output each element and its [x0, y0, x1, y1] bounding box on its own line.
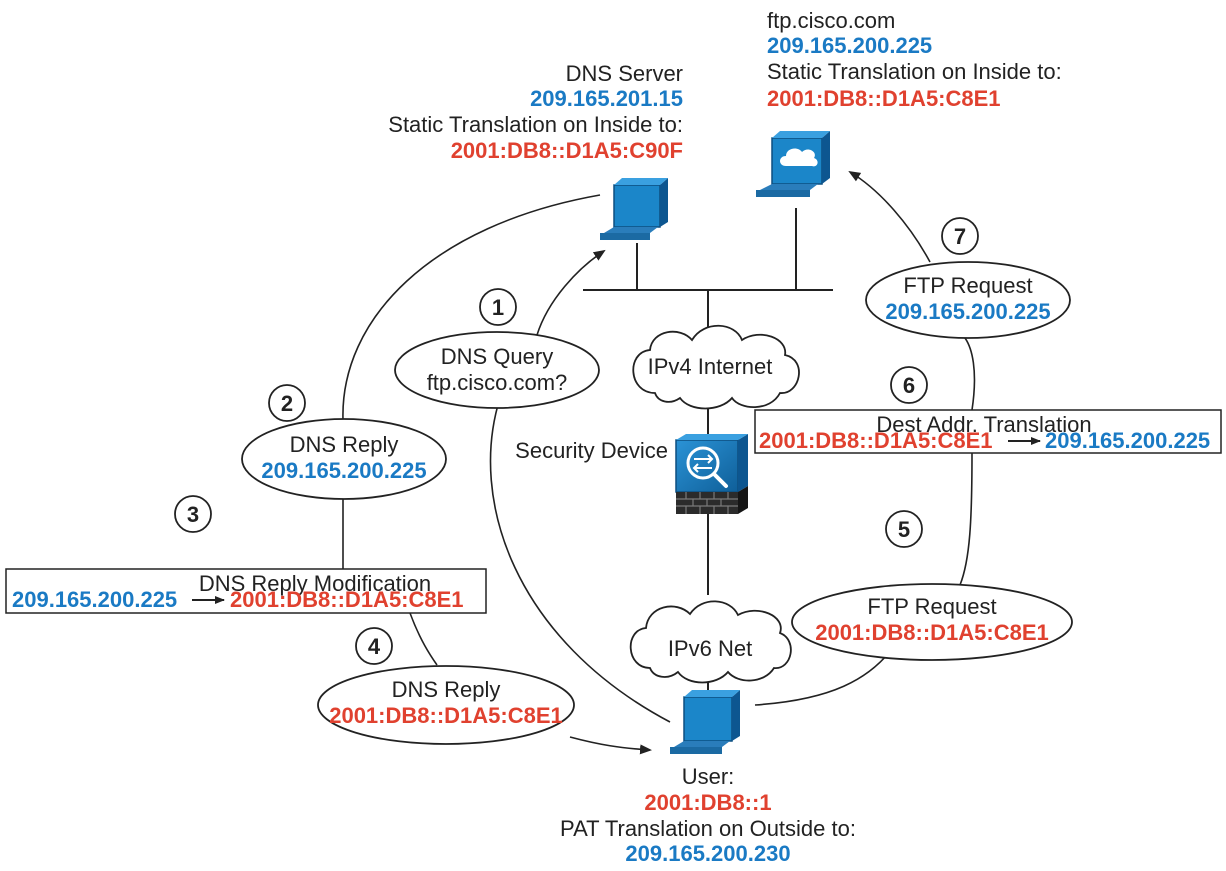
step-2-badge — [268, 384, 306, 422]
step-4-number: 4 — [368, 634, 381, 659]
ipv4-internet-label: IPv4 Internet — [648, 354, 773, 379]
ipv6-net-cloud: IPv6 Net — [629, 600, 792, 684]
step-4-badge — [355, 627, 393, 665]
ftp-server-translation-label: Static Translation on Inside to: — [767, 59, 1062, 84]
computer-icon — [670, 690, 740, 754]
arc-dns-server-to-reply — [342, 194, 601, 421]
step-7: 7 FTP Request 209.165.200.225 — [865, 217, 1071, 339]
arc-ftp7-to-ftp-server — [848, 170, 931, 263]
step-3-number: 3 — [187, 502, 199, 527]
dns-server-translated-ip: 2001:DB8::D1A5:C90F — [451, 138, 683, 163]
dns-server-ip: 209.165.201.15 — [530, 86, 683, 111]
dest-addr-translation-box — [754, 409, 1222, 454]
step-5-number: 5 — [898, 517, 910, 542]
step-5-badge — [885, 510, 923, 548]
security-device-label: Security Device — [515, 438, 668, 463]
ftp-server-ip: 209.165.200.225 — [767, 33, 932, 58]
step-1-badge — [479, 288, 517, 326]
computer-icon — [756, 131, 830, 197]
step-4: 4 DNS Reply 2001:DB8::D1A5:C8E1 — [317, 627, 575, 745]
step-3-badge — [174, 495, 212, 533]
ftp-request-ipv6-bubble — [791, 583, 1073, 661]
computer-icon — [600, 178, 668, 240]
arc-user-to-query — [489, 397, 671, 723]
step-7-number: 7 — [954, 224, 966, 249]
dns-reply-modified-title: DNS Reply — [392, 677, 501, 702]
security-device: Security Device — [515, 434, 748, 514]
user-ip: 2001:DB8::1 — [644, 790, 771, 815]
step-6-badge — [890, 366, 928, 404]
ftp-server-host: ftp.cisco.com 209.165.200.225 Static Tra… — [756, 8, 1062, 197]
dns-server-name: DNS Server — [566, 61, 683, 86]
cloud-icon — [632, 324, 800, 410]
ftp-server-name: ftp.cisco.com — [767, 8, 895, 33]
step-1: 1 DNS Query ftp.cisco.com? — [394, 288, 600, 409]
network-wiring — [583, 208, 833, 697]
ftp-request-ipv4-bubble — [865, 261, 1071, 339]
arc-query-to-dns-server — [536, 249, 606, 336]
dest-addr-translation-from: 2001:DB8::D1A5:C8E1 — [759, 428, 993, 453]
step-7-badge — [941, 217, 979, 255]
dns-reply-title: DNS Reply — [290, 432, 399, 457]
user-translation-label: PAT Translation on Outside to: — [560, 816, 856, 841]
dns-reply-modified-value: 2001:DB8::D1A5:C8E1 — [329, 703, 563, 728]
step-5: 5 FTP Request 2001:DB8::D1A5:C8E1 — [791, 510, 1073, 661]
dest-addr-translation-to: 209.165.200.225 — [1045, 428, 1210, 453]
dns-query-bubble — [394, 331, 600, 409]
dest-addr-translation-title: Dest Addr. Translation — [876, 412, 1091, 437]
ftp-request-ipv6-value: 2001:DB8::D1A5:C8E1 — [815, 620, 1049, 645]
ftp-request-ipv4-value: 209.165.200.225 — [885, 299, 1050, 324]
step-3: 3 DNS Reply Modification 209.165.200.225… — [5, 495, 487, 614]
arc-reply4-to-user — [569, 736, 652, 755]
dns-reply-value: 209.165.200.225 — [261, 458, 426, 483]
ipv4-internet-cloud: IPv4 Internet — [632, 324, 800, 410]
step-6: 6 Dest Addr. Translation 2001:DB8::D1A5:… — [754, 366, 1222, 454]
dns-server-host: DNS Server 209.165.201.15 Static Transla… — [388, 61, 683, 240]
dns-reply-modification-box — [5, 568, 487, 614]
dns-reply-modification-title: DNS Reply Modification — [199, 571, 431, 596]
ftp-request-ipv6-title: FTP Request — [867, 594, 996, 619]
user-name: User: — [682, 764, 735, 789]
step-2-number: 2 — [281, 391, 293, 416]
dns-reply-modification-from: 209.165.200.225 — [12, 587, 177, 612]
dns-reply-modified-bubble — [317, 665, 575, 745]
arc-ftp5-to-translation — [959, 452, 973, 586]
step-2: 2 DNS Reply 209.165.200.225 — [241, 384, 447, 500]
user-translated-ip: 209.165.200.230 — [625, 841, 790, 866]
firewall-icon — [675, 434, 748, 514]
dns-query-title: DNS Query — [441, 344, 553, 369]
step-6-number: 6 — [903, 373, 915, 398]
cloud-icon — [629, 600, 792, 684]
dns-query-value: ftp.cisco.com? — [427, 370, 568, 395]
ftp-server-translated-ip: 2001:DB8::D1A5:C8E1 — [767, 86, 1001, 111]
ipv6-net-label: IPv6 Net — [668, 636, 752, 661]
arc-modification-to-reply4 — [409, 612, 438, 666]
user-host: User: 2001:DB8::1 PAT Translation on Out… — [560, 690, 856, 866]
dns-server-translation-label: Static Translation on Inside to: — [388, 112, 683, 137]
ftp-request-ipv4-title: FTP Request — [903, 273, 1032, 298]
step-1-number: 1 — [492, 295, 504, 320]
dns-reply-bubble — [241, 418, 447, 500]
dns-reply-modification-to: 2001:DB8::D1A5:C8E1 — [230, 587, 464, 612]
arc-translation-to-ftp7 — [964, 337, 976, 411]
